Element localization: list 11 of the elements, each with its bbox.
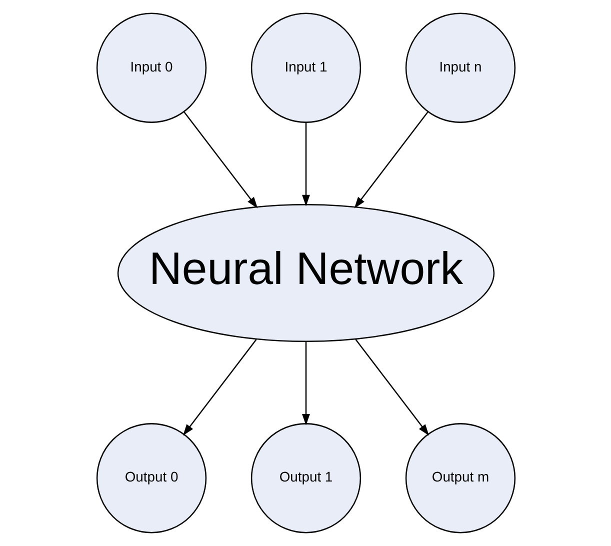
node-ellipse: Neural Network (116, 204, 494, 342)
node-circle: Output 1 (250, 423, 361, 534)
arrow (302, 342, 310, 426)
node-circle: Input 1 (250, 12, 361, 123)
arrow (354, 112, 428, 208)
node-circle: Input n (404, 12, 516, 123)
arrow (302, 122, 310, 206)
arrow (183, 112, 258, 208)
node-circle: Input 0 (96, 12, 206, 123)
arrow (182, 339, 256, 436)
arrow (354, 339, 429, 436)
